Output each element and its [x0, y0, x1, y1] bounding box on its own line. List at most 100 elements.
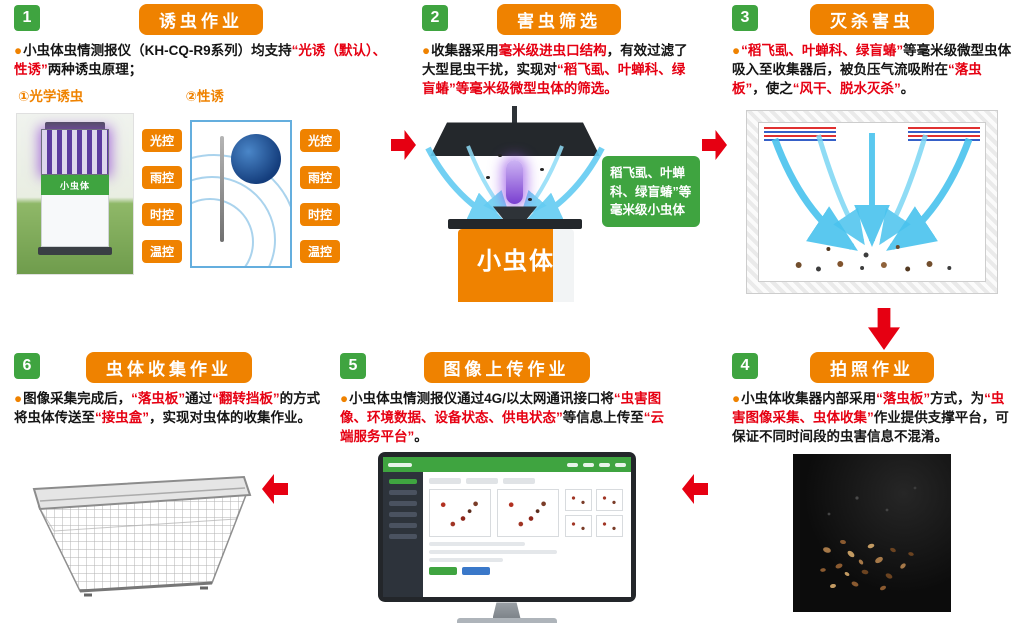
step-description: ●图像采集完成后，“落虫板”通过“翻转挡板”的方式将虫体传送至“接虫盒”，实现对…	[14, 389, 324, 427]
dashboard-content	[423, 472, 631, 597]
step-5-panel: 5 图像上传作业 ●小虫体虫情测报仪通过4G/以太网通讯接口将“虫害图像、环境数…	[334, 352, 679, 623]
bullet-icon: ●	[732, 391, 741, 406]
optical-lure-label: ①光学诱虫	[18, 89, 84, 105]
flow-arrow-right-icon	[391, 130, 416, 160]
rain-control-tag: 雨控	[300, 166, 340, 190]
monitor-stand-base	[456, 618, 557, 623]
step-2-header: 2 害虫筛选	[416, 4, 702, 35]
flow-arrow-left-icon	[682, 474, 708, 504]
step-number-badge: 2	[422, 5, 448, 31]
bullet-icon: ●	[14, 391, 23, 406]
step-title: 害虫筛选	[497, 4, 621, 35]
step-description-text: 小虫体虫情测报仪通过4G/以太网通讯接口将“虫害图像、环境数据、设备状态、供电状…	[340, 391, 664, 445]
step-description-text: “稻飞虱、叶蝉科、绿盲蝽”等毫米级微型虫体吸入至收集器后，被负压气流吸附在“落虫…	[732, 43, 1012, 97]
temp-control-tag: 温控	[300, 240, 340, 264]
tiny-insects-callout: 稻飞虱、叶蝉科、绿盲蝽”等毫米级小虫体	[602, 156, 700, 227]
step-number-badge: 1	[14, 5, 40, 31]
step-6-panel: 6 虫体收集作业 ●图像采集完成后，“落虫板”通过“翻转挡板”的方式将虫体传送至…	[8, 352, 330, 618]
insect-image-grid	[428, 489, 625, 538]
bullet-icon: ●	[14, 43, 23, 58]
step-4-panel: 4 拍照作业 ●小虫体收集器内部采用“落虫板”方式，为“虫害图像采集、虫体收集”…	[726, 352, 1018, 618]
control-tags-left: 光控 雨控 时控 温控	[142, 113, 182, 275]
uv-lamp-icon	[41, 129, 109, 176]
device-platform	[448, 219, 582, 230]
device-brand-label: 小虫体	[477, 248, 555, 276]
time-control-tag: 时控	[300, 203, 340, 227]
time-control-tag: 时控	[142, 203, 182, 227]
step-description: ●小虫体虫情测报仪通过4G/以太网通讯接口将“虫害图像、环境数据、设备状态、供电…	[340, 389, 673, 446]
step-description: ●小虫体虫情测报仪（KH-CQ-R9系列）均支持“光诱（默认）、性诱”两种诱虫原…	[14, 41, 388, 79]
dashboard-header	[382, 457, 631, 473]
monitor-stand-neck	[492, 602, 521, 619]
step-description-text: 收集器采用毫米级进虫口结构，有效过滤了大型昆虫干扰，实现对“稻飞虱、叶蝉科、绿盲…	[422, 43, 688, 97]
insect-dot	[486, 176, 490, 180]
dashboard-sidebar	[382, 472, 423, 598]
step-title: 虫体收集作业	[86, 352, 252, 383]
dashboard-buttons	[428, 567, 625, 576]
insect-thumbnail	[564, 515, 592, 538]
step-number-badge: 5	[340, 353, 366, 379]
step-title: 图像上传作业	[423, 352, 590, 383]
device-base	[38, 247, 112, 256]
insect-dot	[528, 198, 532, 202]
green-button-icon	[428, 567, 457, 576]
device-cap	[45, 122, 105, 130]
insect-image-large	[496, 489, 559, 538]
lure-lamp-photo: 小虫体	[16, 113, 134, 276]
pheromone-disk-icon	[231, 134, 281, 185]
heating-coil-icon	[764, 127, 836, 142]
control-tags-right: 光控 雨控 时控 温控	[300, 113, 340, 275]
device-canopy	[430, 122, 600, 157]
bullet-icon: ●	[340, 391, 349, 406]
insect-thumbnail	[595, 489, 623, 512]
bullet-icon: ●	[422, 43, 431, 58]
insect-thumbnail	[564, 489, 592, 512]
step-description: ●小虫体收集器内部采用“落虫板”方式，为“虫害图像采集、虫体收集”作业提供支撑平…	[732, 389, 1012, 446]
temp-control-tag: 温控	[142, 240, 182, 264]
monitor-screen	[382, 457, 631, 598]
pheromone-lure-label: ②性诱	[185, 89, 224, 105]
monitor-frame	[377, 452, 636, 603]
insect-dots	[795, 245, 952, 272]
intake-funnel	[493, 206, 537, 220]
step-number-badge: 4	[732, 353, 758, 379]
step-title: 诱虫作业	[139, 4, 263, 35]
lure-rod-icon	[220, 136, 224, 243]
device-pole	[512, 106, 517, 125]
insect-thumbnails	[564, 489, 623, 538]
kill-chamber-illustration	[746, 110, 998, 295]
monitor-dashboard-photo	[334, 452, 679, 623]
lure-images-row: 小虫体 光控 雨控 时控 温控 光控 雨控 时控	[16, 113, 394, 276]
step-number-badge: 6	[14, 353, 40, 379]
step-6-header: 6 虫体收集作业	[8, 352, 330, 383]
device-brand-band: 小虫体	[41, 175, 109, 196]
step-3-panel: 3 灭杀害虫 ●“稻飞虱、叶蝉科、绿盲蝽”等毫米级微型虫体吸入至收集器后，被负压…	[726, 4, 1018, 306]
downdraft-arrows-icon	[771, 133, 973, 272]
insect-image-large	[428, 489, 491, 538]
step-4-header: 4 拍照作业	[726, 352, 1018, 383]
step-description-text: 小虫体虫情测报仪（KH-CQ-R9系列）均支持“光诱（默认）、性诱”两种诱虫原理…	[14, 43, 387, 78]
flow-arrow-down-icon	[868, 308, 900, 350]
step-5-header: 5 图像上传作业	[334, 352, 679, 383]
step-description-text: 小虫体收集器内部采用“落虫板”方式，为“虫害图像采集、虫体收集”作业提供支撑平台…	[732, 391, 1009, 445]
blue-button-icon	[461, 567, 490, 576]
lure-mode-labels: ①光学诱虫 ②性诱	[18, 85, 394, 105]
chamber-interior	[758, 122, 986, 283]
step-title: 灭杀害虫	[810, 4, 934, 35]
step-1-panel: 1 诱虫作业 ●小虫体虫情测报仪（KH-CQ-R9系列）均支持“光诱（默认）、性…	[8, 4, 394, 306]
step-3-header: 3 灭杀害虫	[726, 4, 1018, 35]
rain-control-tag: 雨控	[142, 166, 182, 190]
step-description-text: 图像采集完成后，“落虫板”通过“翻转挡板”的方式将虫体传送至“接虫盒”，实现对虫…	[14, 391, 321, 426]
insect-board-photo	[793, 454, 951, 613]
step-2-panel: 2 害虫筛选 ●收集器采用毫米级进虫口结构，有效过滤了大型昆虫干扰，实现对“稻飞…	[416, 4, 702, 306]
uv-lamp-icon	[506, 160, 523, 205]
collection-basket-photo	[32, 476, 252, 597]
pheromone-lure-photo	[190, 120, 292, 269]
device-cabinet	[41, 195, 109, 248]
step-number-badge: 3	[732, 5, 758, 31]
step-description: ●收集器采用毫米级进虫口结构，有效过滤了大型昆虫干扰，实现对“稻飞虱、叶蝉科、绿…	[422, 41, 696, 98]
dashboard-text-lines	[428, 542, 625, 563]
trap-device-illustration: 小虫体	[38, 122, 112, 256]
heating-coil-icon	[908, 127, 980, 142]
